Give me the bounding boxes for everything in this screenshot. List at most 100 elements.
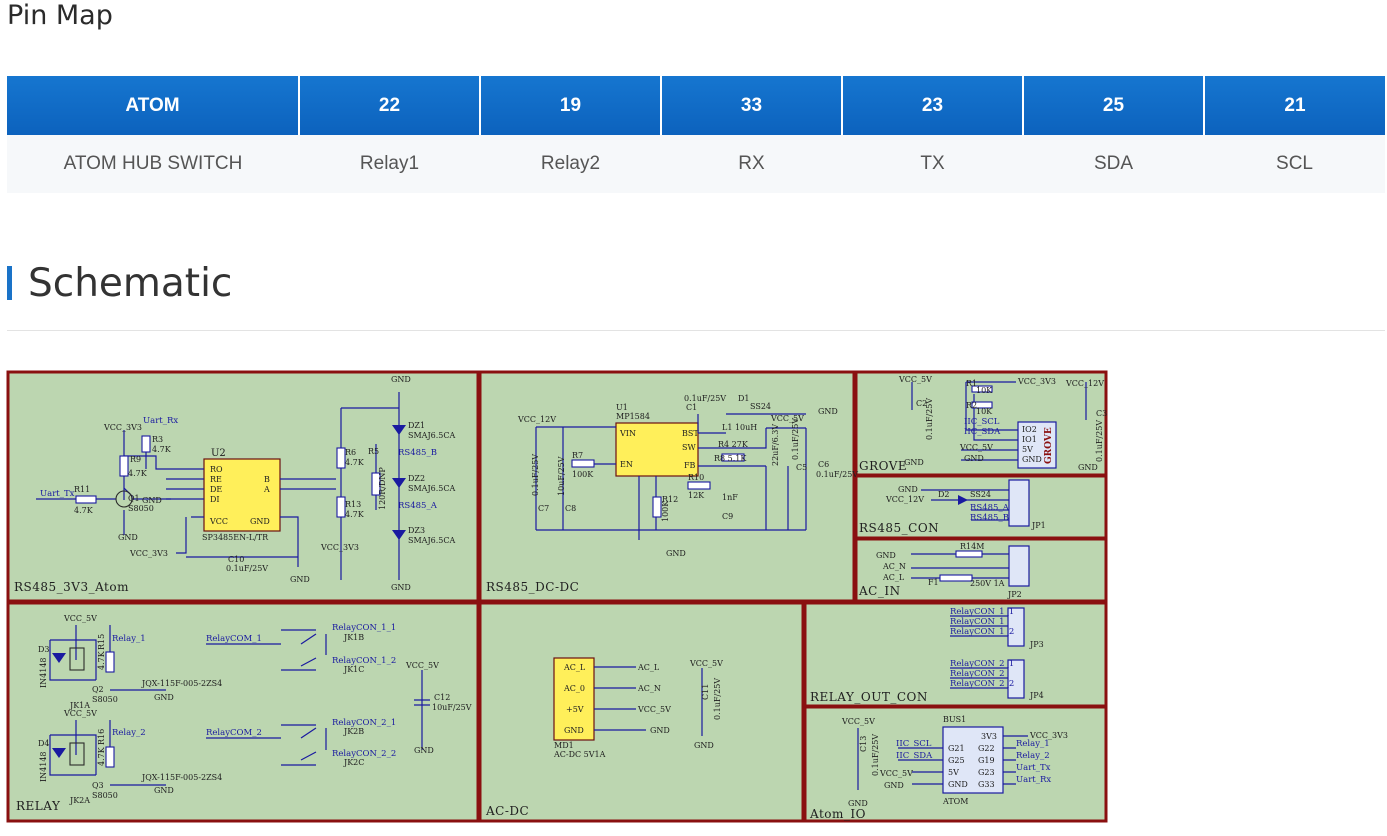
net-label: VCC_5V (63, 614, 97, 623)
net-label: VCC_5V (689, 659, 723, 668)
net-label: Relay_1 (1016, 739, 1050, 749)
block-ac-in (854, 537, 1108, 603)
label: R14M (960, 542, 984, 551)
pin-label: IO1 (1022, 435, 1037, 444)
wire (414, 670, 430, 750)
gnd-label: GND (694, 741, 714, 750)
diode-d4 (52, 748, 66, 758)
label: C11 (701, 684, 710, 700)
heading-divider (7, 330, 1385, 331)
header-cell: 22 (299, 76, 481, 135)
label: DZ3 (408, 526, 425, 535)
label: 12K (688, 491, 705, 500)
label: Q2 (92, 685, 104, 694)
label: SS24 (750, 402, 771, 411)
wire (49, 625, 166, 786)
net-label: RelayCON_1_2 (950, 627, 1014, 637)
table-cell: SCL (1204, 135, 1385, 193)
pin-label: 5V (1022, 445, 1033, 454)
pin-label: DE (210, 485, 222, 494)
label: 120R/DNP (378, 467, 387, 510)
block-ac-dc (478, 601, 805, 823)
net-label: VCC_3V3 (129, 549, 168, 558)
ic-u1 (615, 422, 699, 477)
label: SMAJ6.5CA (408, 536, 456, 545)
label: F1 (928, 578, 939, 587)
resistor-r16 (105, 746, 115, 768)
gnd-label: GND (650, 726, 670, 735)
table-cell: SDA (1023, 135, 1204, 193)
wire (594, 666, 703, 736)
wire (911, 381, 1087, 461)
net-label: Uart_Tx (1016, 763, 1051, 773)
pin-label: G22 (978, 744, 995, 753)
label: JQX-115F-005-2ZS4 (141, 679, 222, 688)
wire (921, 489, 1009, 521)
label: S8050 (92, 791, 118, 800)
net-label: IIC_SCL (964, 417, 1000, 427)
label: R7 (572, 451, 583, 460)
label: AC-DC 5V1A (553, 750, 606, 759)
block-title: RS485_DC-DC (486, 580, 579, 594)
net-label: VCC_5V (770, 414, 804, 423)
pin-label: G23 (978, 768, 995, 777)
resistor-r15 (105, 651, 115, 673)
label: MP1584 (616, 412, 650, 421)
block-title: RELAY_OUT_CON (810, 690, 928, 704)
pin-label: EN (620, 460, 633, 469)
ic-u2 (203, 458, 281, 532)
net-label: IIC_SDA (896, 751, 933, 761)
label: 4.7K (74, 506, 94, 515)
table-cell: ATOM HUB SWITCH (7, 135, 299, 193)
label: R16 (97, 729, 106, 745)
gnd-label: GND (142, 496, 162, 505)
label: 4.7K (97, 650, 106, 670)
wire (176, 517, 298, 558)
relay-coil-jk2a (69, 742, 85, 766)
block-rs485-dcdc (478, 370, 856, 603)
net-label: RS485_B (970, 513, 1009, 523)
label: Q1 (128, 494, 140, 503)
gnd-label: GND (904, 458, 924, 467)
label: 0.1uF/25V (531, 454, 540, 496)
part-label: SP3485EN-L/TR (202, 533, 269, 542)
label: DZ2 (408, 474, 425, 483)
connector-jp4 (1007, 659, 1025, 699)
net-label: VCC_3V3 (320, 543, 359, 552)
label: C3 (1096, 409, 1107, 418)
resistor-r7 (571, 459, 595, 468)
header-cell: 23 (842, 76, 1024, 135)
label: R10 (688, 473, 704, 482)
gnd-label: GND (666, 549, 686, 558)
connector-jp1 (1008, 479, 1030, 527)
label: JK1A (69, 701, 90, 710)
header-cell: 33 (661, 76, 843, 135)
net-label: RelayCON_2_1 (950, 659, 1014, 669)
label: R2 (966, 401, 977, 410)
label: C8 (565, 504, 576, 513)
gnd-label: GND (818, 407, 838, 416)
pin-label: G21 (948, 744, 965, 753)
block-title: GROVE (859, 459, 907, 473)
resistor-r12 (652, 496, 662, 518)
label: R3 (152, 435, 163, 444)
schematic-image: .blk { fill: #bcd6b0; stroke: #8a1010; s… (6, 370, 1108, 823)
pin-label: SW (682, 443, 696, 452)
label: 10K (976, 386, 993, 395)
resistor-r11 (75, 495, 97, 504)
label: JP3 (1029, 640, 1044, 649)
label: U1 (616, 403, 628, 412)
net-label: AC_N (637, 684, 661, 693)
pin-label: FB (684, 461, 696, 470)
net-label: AC_L (882, 573, 905, 582)
gnd-label: GND (898, 485, 918, 494)
label: 100K (572, 470, 594, 479)
label: 10K (976, 407, 993, 416)
net-label: Relay_2 (1016, 751, 1050, 761)
wire (206, 629, 327, 766)
pin-label: G19 (978, 756, 995, 765)
resistor-r14 (955, 550, 983, 558)
diode-dz3 (392, 530, 406, 540)
pin-label: BST (682, 429, 699, 438)
wire (340, 392, 400, 580)
